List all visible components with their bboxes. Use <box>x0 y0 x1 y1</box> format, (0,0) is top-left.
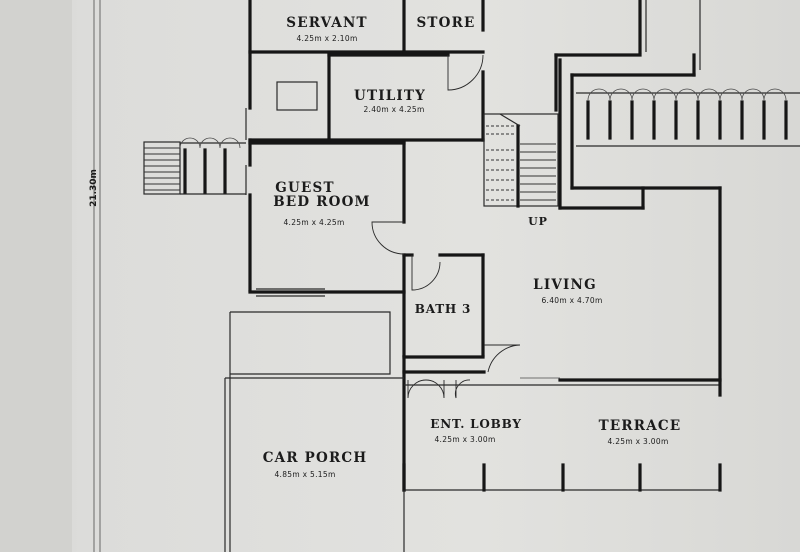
terrace-dimension: 4.25m x 3.00m <box>607 437 668 446</box>
ent-lobby-label: ENT. LOBBY <box>430 417 521 431</box>
living-label: LIVING <box>533 277 597 293</box>
guest-bedroom-label-line2: BED ROOM <box>273 194 370 210</box>
car-porch-label: CAR PORCH <box>263 450 368 466</box>
bath3-label: BATH 3 <box>415 302 471 316</box>
store-label: STORE <box>416 15 475 31</box>
servant-label: SERVANT <box>286 15 367 31</box>
doors <box>371 54 560 399</box>
utility-label: UTILITY <box>354 88 426 104</box>
overall-dimension-label: 21.30m <box>89 169 99 207</box>
page-fold-shadow <box>0 0 72 552</box>
guest-bedroom-label-line1: GUEST <box>275 180 334 196</box>
servant-dimension: 4.25m x 2.10m <box>296 34 357 43</box>
utility-dimension: 2.40m x 4.25m <box>363 105 424 114</box>
terrace-label: TERRACE <box>599 418 682 434</box>
walls <box>224 0 722 552</box>
main-stair <box>483 113 559 208</box>
left-stair <box>143 141 181 195</box>
overall-dimension-line <box>93 0 101 552</box>
car-porch-dimension: 4.85m x 5.15m <box>274 470 335 479</box>
left-balustrade <box>179 137 246 195</box>
stair-up-label: UP <box>528 215 548 228</box>
ent-lobby-dimension: 4.25m x 3.00m <box>434 435 495 444</box>
right-balustrade <box>576 88 800 147</box>
guest-bedroom-dimension: 4.25m x 4.25m <box>283 218 344 227</box>
living-dimension: 6.40m x 4.70m <box>541 296 602 305</box>
